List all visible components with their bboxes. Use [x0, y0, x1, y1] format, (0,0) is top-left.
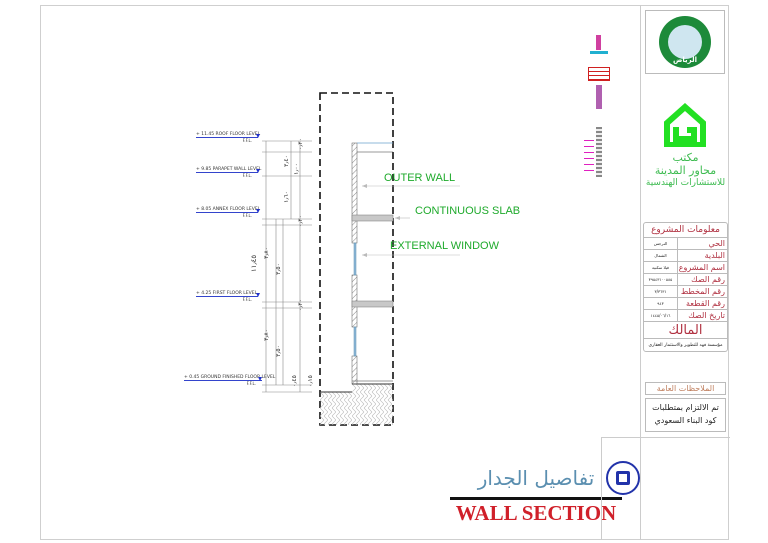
office-line: محاور المدينة — [654, 164, 717, 177]
info-value: ٣/٣٦٣١ — [654, 289, 667, 294]
ffl-label: F.F.L. — [242, 173, 252, 178]
notes-heading: الملاحظات العامة — [645, 382, 726, 395]
project-info-heading: معلومات المشروع — [651, 225, 720, 235]
office-logo-icon — [664, 103, 706, 147]
info-value: الشمال — [654, 253, 667, 258]
dim-text: ٠٫٢٠ — [296, 138, 304, 150]
title-underline — [450, 497, 622, 500]
dim-text: ١٫٦٠ — [282, 191, 290, 203]
title-block: الرياض مكتب محاور المدينة للاستشارات اله… — [601, 5, 730, 540]
level-label: + 11.45 ROOF FLOOR LEVEL — [196, 132, 261, 137]
dim-text: ٣٫٤٠ — [282, 155, 290, 167]
office-line: مكتب — [672, 151, 699, 164]
ffl-label: F.F.L. — [242, 297, 252, 302]
info-row: فيلا سكنية اسم المشروع — [644, 261, 727, 273]
info-row: ٣/٣٦٣١ رقم المخطط — [644, 285, 727, 297]
info-row: الشمال البلدية — [644, 249, 727, 261]
info-row: النرجس الحي — [644, 237, 727, 249]
slabs — [351, 214, 394, 308]
reference-thumbnails — [584, 35, 610, 185]
owner-heading: المالك — [644, 321, 727, 338]
level-label: + 9.85 PARAPET WALL LEVEL — [196, 167, 262, 172]
callout-continuous-slab: CONTINUOUS SLAB — [415, 205, 521, 217]
project-info-table: معلومات المشروع النرجس الحي الشمال البلدية… — [643, 222, 728, 352]
ffl-label: F.F.L. — [246, 381, 256, 386]
info-row: ٩٤٣ رقم القطعة — [644, 297, 727, 309]
dimension-lines — [262, 140, 312, 393]
callout-outer-wall: OUTER WALL — [384, 172, 456, 184]
info-value: فيلا سكنية — [652, 265, 669, 270]
level-markers — [256, 134, 262, 381]
logo-text: الرياض — [672, 56, 698, 64]
dim-text: ٣٫٥٠ — [274, 263, 282, 275]
info-key: البلدية — [677, 250, 727, 261]
title-arabic: تفاصيل الجدار — [477, 466, 595, 490]
info-key: رقم الصك — [677, 274, 727, 285]
office-name: مكتب محاور المدينة للاستشارات الهندسية — [641, 151, 730, 190]
info-key: رقم المخطط — [677, 286, 727, 297]
info-row: ٣٩٥٤٣١٠٠٥٨٥ رقم الصك — [644, 273, 727, 285]
dim-text: ٠٫١٥ — [306, 375, 314, 387]
dim-text: ٣٫٨٠ — [262, 247, 270, 259]
office-line: للاستشارات الهندسية — [645, 178, 726, 188]
dim-total: ١١٫٤٥ — [250, 254, 259, 273]
stamp-cell — [601, 437, 641, 540]
info-row: ١٤٤٥/٠٦/١٦ تاريخ الصك — [644, 309, 727, 321]
office-stamp-icon — [606, 461, 640, 495]
owner-name: مؤسسة فهد للتطوير والاستثمار العقاري — [644, 338, 727, 348]
dim-text: ٣٫٨٠ — [262, 329, 270, 341]
sheet-frame — [40, 5, 729, 540]
ffl-label: F.F.L. — [242, 138, 252, 143]
info-key: الحي — [677, 238, 727, 249]
title-english: WALL SECTION — [455, 501, 617, 525]
info-key: رقم القطعة — [677, 298, 727, 309]
callout-external-window: EXTERNAL WINDOW — [390, 240, 499, 252]
info-key: اسم المشروع — [677, 262, 725, 273]
info-value: ٣٩٥٤٣١٠٠٥٨٥ — [648, 277, 673, 282]
level-label: + 4.25 FIRST FLOOR LEVEL — [196, 291, 258, 296]
info-value: النرجس — [653, 241, 668, 246]
dim-text: ١٫٠٠ — [292, 163, 300, 175]
dim-text: ٠٫٢٠ — [296, 215, 304, 227]
level-label: + 8.05 ANNEX FLOOR LEVEL — [196, 207, 261, 212]
info-value: ١٤٤٥/٠٦/١٦ — [650, 313, 671, 318]
ground-hatch — [320, 384, 393, 425]
notes-text: تم الالتزام بمتطلبات كود البناء السعودي — [645, 398, 726, 432]
riyadh-logo: الرياض — [645, 10, 725, 74]
level-label: + 0.45 GROUND FINISHED FLOOR LEVEL — [184, 375, 276, 380]
ffl-label: F.F.L. — [242, 213, 252, 218]
dim-text: ٠٫٢٠ — [296, 299, 304, 311]
dim-text: ٠٫٤٥ — [290, 375, 298, 387]
external-windows — [353, 242, 357, 357]
dim-text: ٣٫٥٠ — [274, 345, 282, 357]
info-key: تاريخ الصك — [677, 310, 727, 321]
info-value: ٩٤٣ — [657, 301, 664, 306]
